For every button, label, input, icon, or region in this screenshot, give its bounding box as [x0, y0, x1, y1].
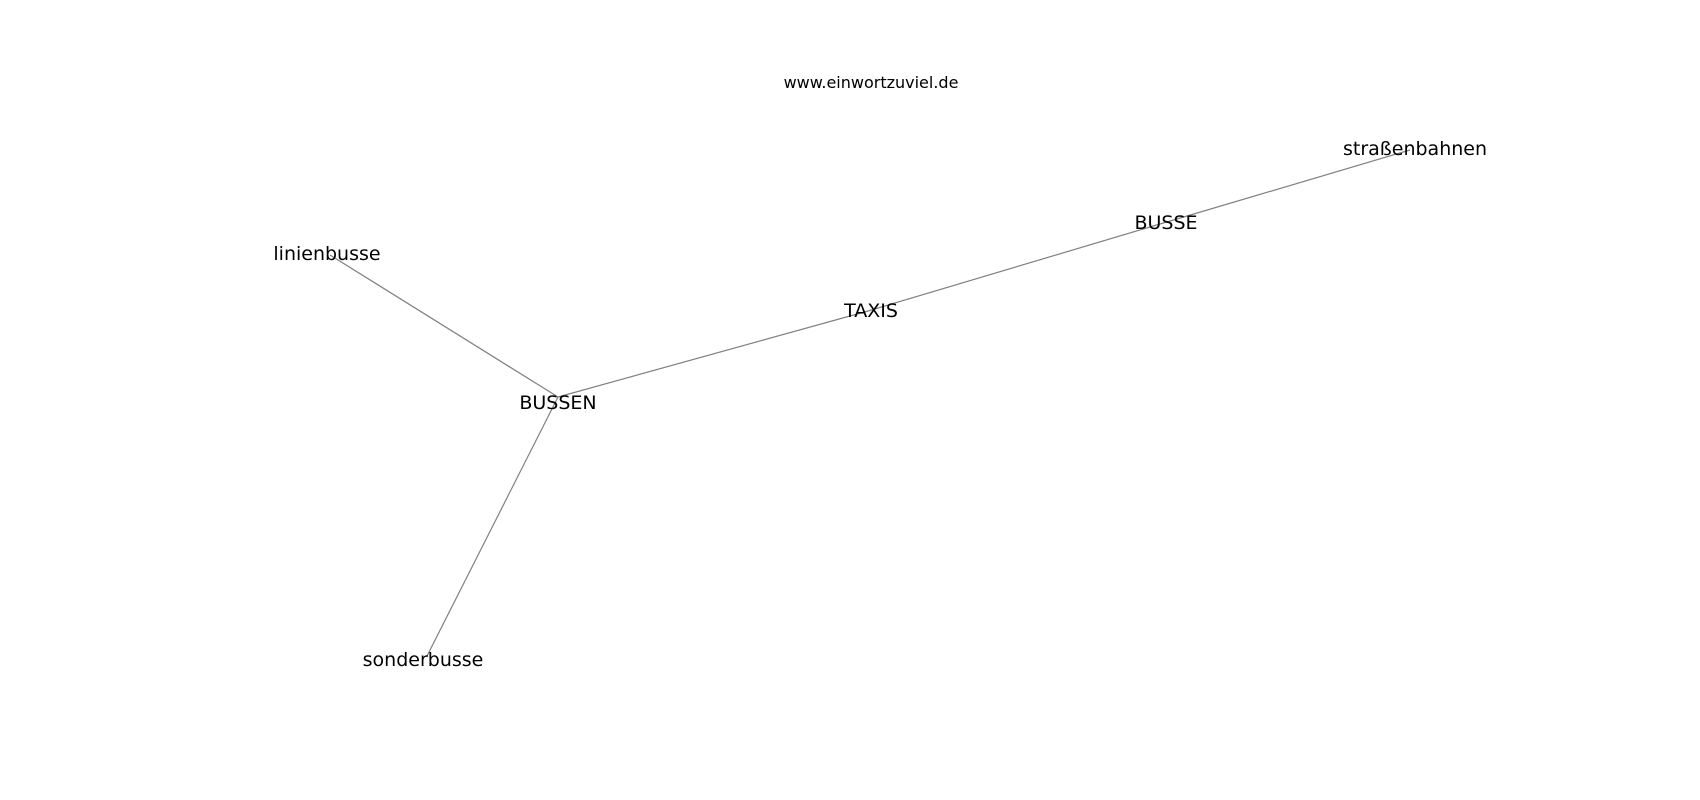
node-label-linienbusse: linienbusse	[273, 243, 380, 265]
node-label-taxis: TAXIS	[843, 300, 898, 322]
edge-linienbusse-bussen	[329, 254, 559, 398]
node-label-bussen: BUSSEN	[519, 392, 596, 414]
edge-busse-strassenbahnen	[1159, 149, 1411, 225]
graph-labels: www.einwortzuviel.de straßenbahnen BUSSE…	[273, 73, 1487, 671]
node-label-strassenbahnen: straßenbahnen	[1343, 138, 1487, 160]
site-url: www.einwortzuviel.de	[784, 73, 959, 92]
graph-edges	[329, 149, 1411, 657]
edge-bussen-taxis	[557, 310, 869, 398]
edge-sonderbusse-bussen	[426, 396, 559, 657]
node-label-sonderbusse: sonderbusse	[363, 649, 484, 671]
edge-taxis-busse	[867, 223, 1161, 312]
node-label-busse: BUSSE	[1134, 212, 1197, 234]
